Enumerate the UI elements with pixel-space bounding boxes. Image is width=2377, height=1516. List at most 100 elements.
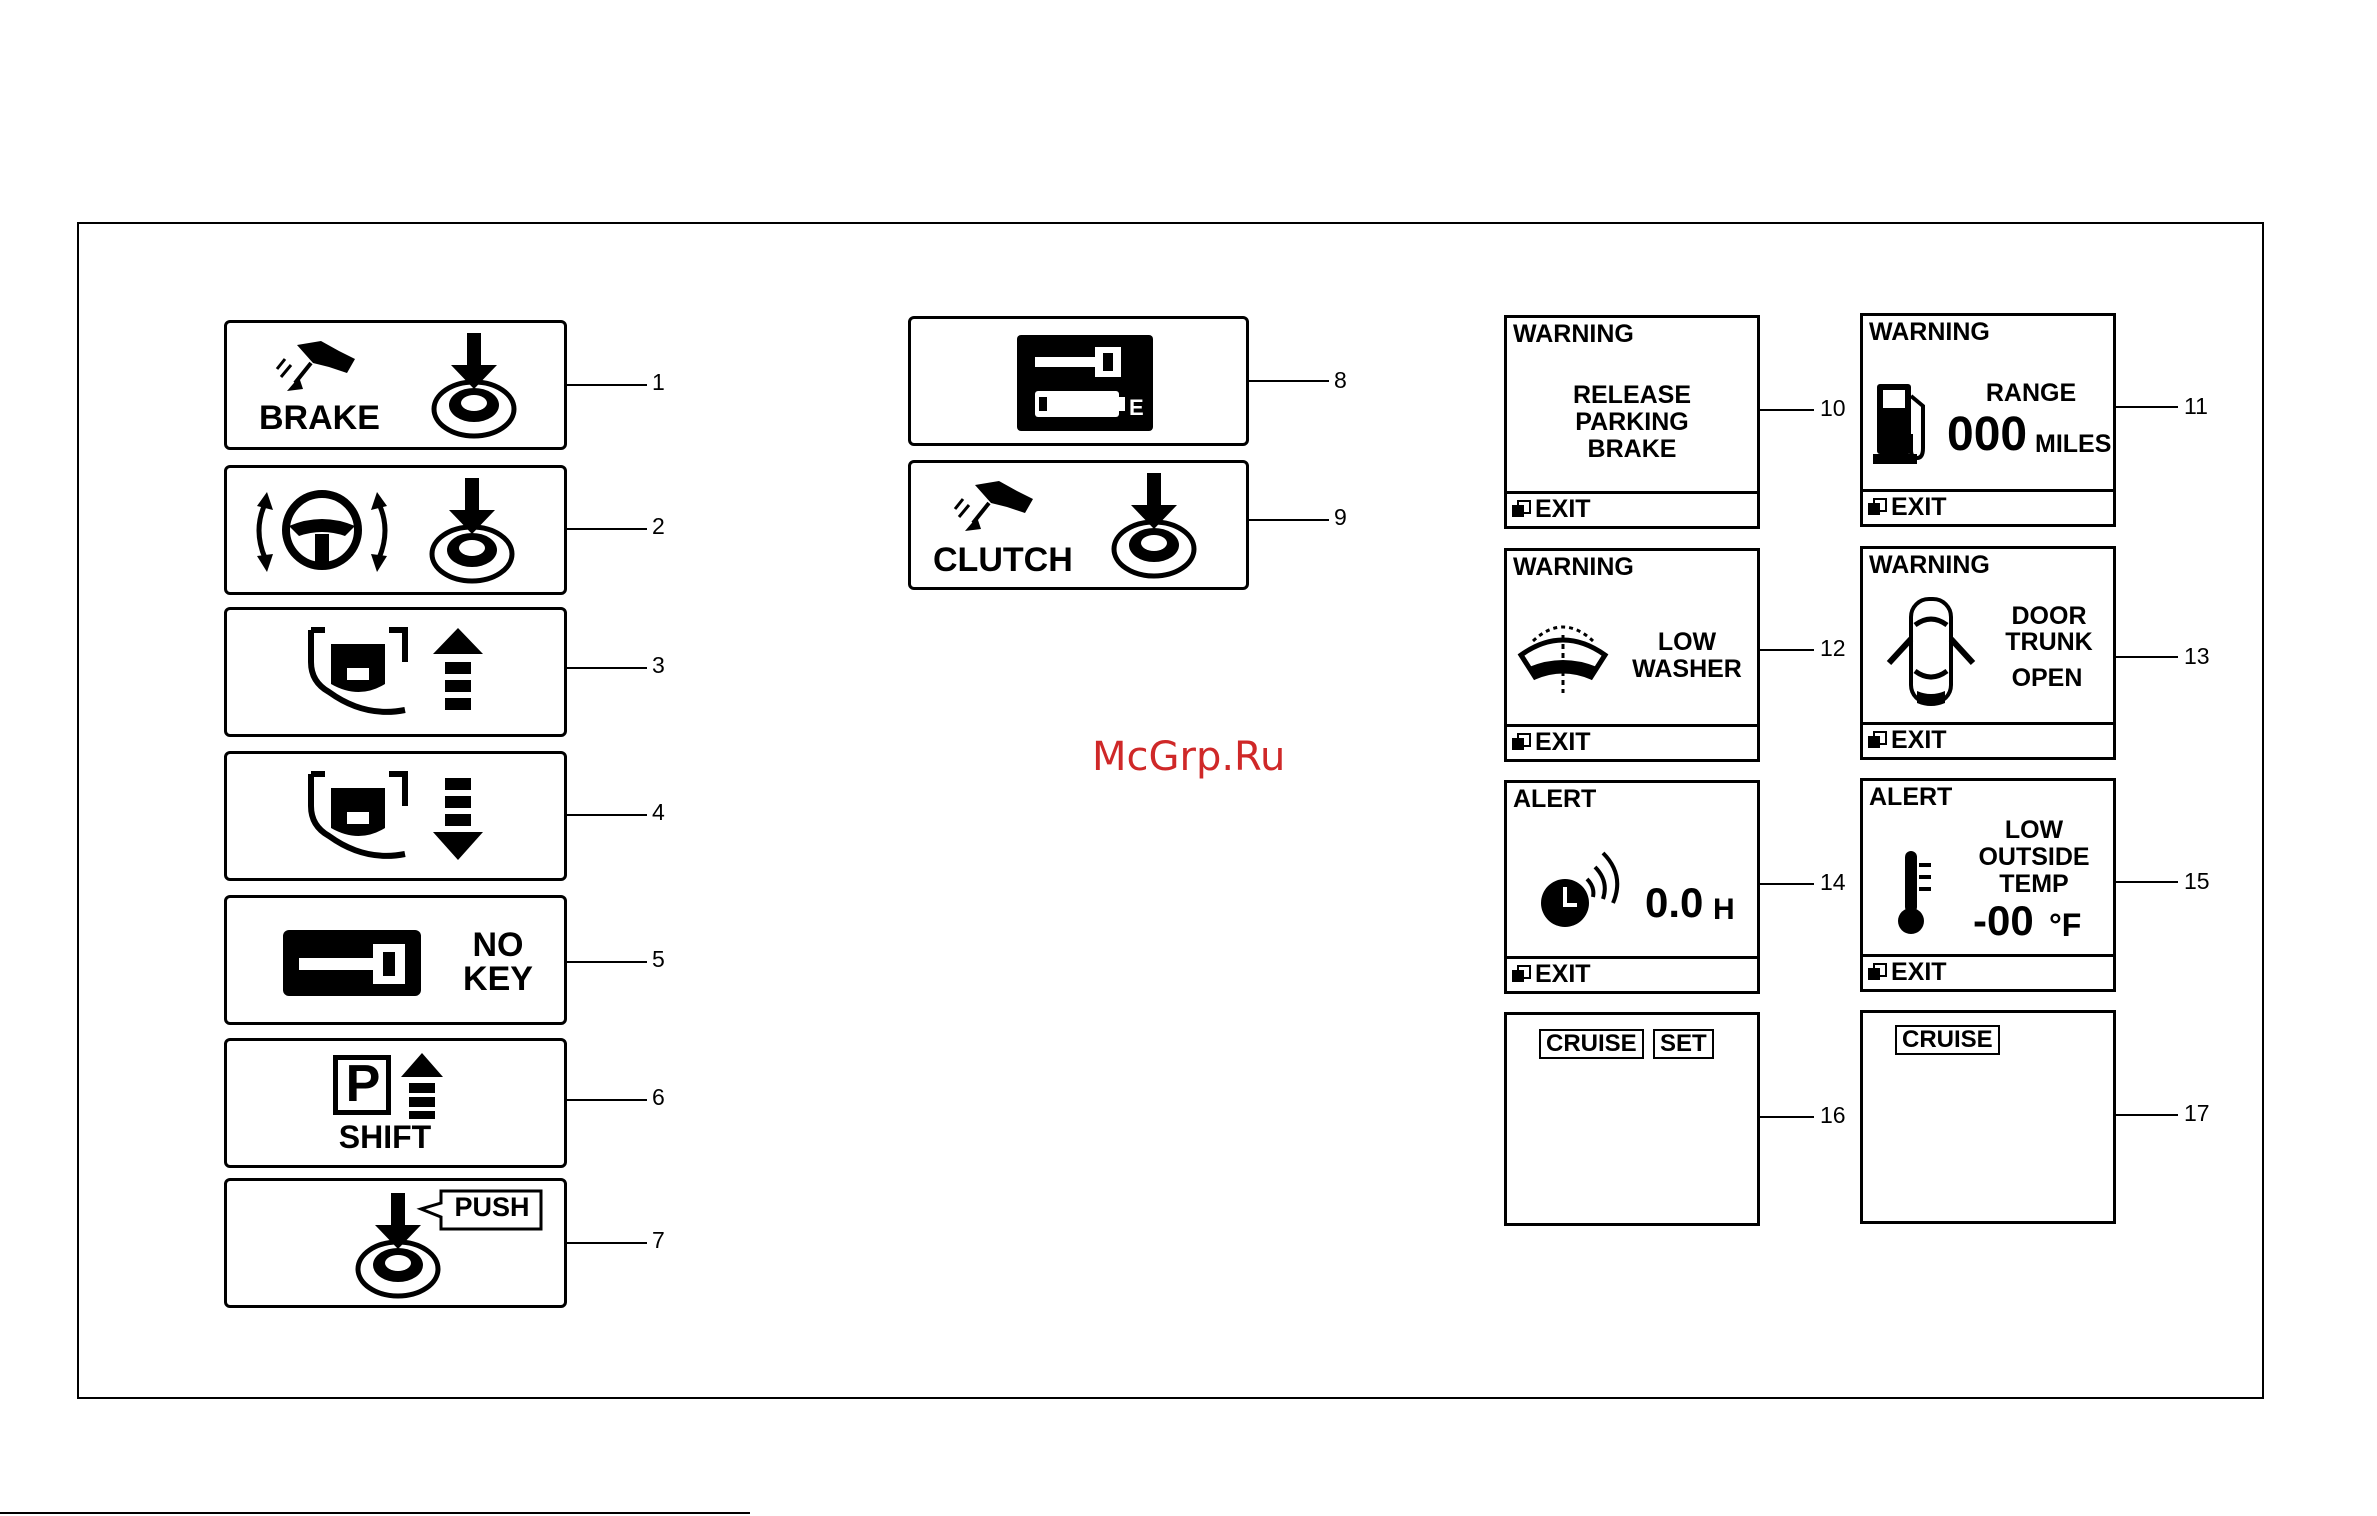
- cruise-tag: CRUISE: [1895, 1025, 2000, 1055]
- temp-value: -00: [1973, 899, 2034, 943]
- indicator-6-park-shift: P SHIFT: [224, 1038, 567, 1168]
- exit-icon: [1512, 501, 1530, 519]
- message-line-2: OUTSIDE: [1959, 844, 2109, 871]
- leader-line-10: [1760, 409, 1814, 411]
- exit-label: EXIT: [1891, 726, 1947, 755]
- set-tag: SET: [1653, 1029, 1714, 1059]
- leader-line-17: [2116, 1114, 2178, 1116]
- callout-13: 13: [2184, 644, 2210, 668]
- lcd-screen-13-door-trunk: WARNING DOOR TRUNK OPEN EXIT: [1860, 546, 2116, 760]
- exit-icon: [1868, 964, 1886, 982]
- lcd-screen-11-range: WARNING RANGE 000 MILES EXIT: [1860, 313, 2116, 527]
- exit-label: EXIT: [1535, 495, 1591, 524]
- exit-label: EXIT: [1535, 728, 1591, 757]
- message-line-2: TRUNK: [1991, 629, 2107, 656]
- message-line-1: LOW: [1959, 817, 2109, 844]
- callout-2: 2: [652, 514, 665, 538]
- timer-unit: H: [1713, 893, 1735, 927]
- fuel-pump-icon: [1873, 382, 1935, 466]
- car-doors-open-icon: [1881, 593, 1981, 711]
- leader-line-12: [1760, 649, 1814, 651]
- indicator-5-no-key: NO KEY: [224, 895, 567, 1025]
- callout-5: 5: [652, 947, 665, 971]
- temp-unit: °F: [2049, 907, 2081, 944]
- range-label: RANGE: [1983, 380, 2079, 407]
- message-line-3: TEMP: [1959, 871, 2109, 898]
- callout-10: 10: [1820, 396, 1846, 420]
- thermometer-icon: [1893, 849, 1937, 935]
- shift-lever-down-icon: [305, 766, 495, 874]
- exit-bar: EXIT: [1507, 491, 1757, 526]
- lcd-screen-14-timer-alert: ALERT 0.0 H EXIT: [1504, 780, 1760, 994]
- callout-12: 12: [1820, 636, 1846, 660]
- exit-icon: [1868, 732, 1886, 750]
- push-label: PUSH: [447, 1192, 537, 1223]
- lcd-screen-16-cruise-set: CRUISE SET: [1504, 1012, 1760, 1226]
- exit-bar: EXIT: [1507, 956, 1757, 991]
- timer-alert-icon: [1537, 841, 1637, 931]
- callout-4: 4: [652, 800, 665, 824]
- exit-bar: EXIT: [1863, 954, 2113, 989]
- callout-15: 15: [2184, 869, 2210, 893]
- exit-icon: [1512, 734, 1530, 752]
- leader-line-7: [567, 1242, 647, 1244]
- indicator-9-clutch: CLUTCH: [908, 460, 1249, 590]
- push-button-start-icon: [429, 331, 519, 441]
- screen-title: ALERT: [1869, 783, 1952, 812]
- screen-title: WARNING: [1513, 320, 1634, 349]
- lcd-screen-12-low-washer: WARNING LOW WASHER EXIT: [1504, 548, 1760, 762]
- callout-16: 16: [1820, 1103, 1846, 1127]
- screen-title: WARNING: [1869, 551, 1990, 580]
- clutch-pedal-icon: [947, 477, 1047, 547]
- timer-value: 0.0: [1645, 881, 1703, 925]
- callout-11: 11: [2184, 394, 2208, 418]
- leader-line-5: [567, 961, 647, 963]
- callout-1: 1: [652, 370, 665, 394]
- message-line-3: BRAKE: [1507, 436, 1757, 463]
- range-unit: MILES: [2035, 430, 2111, 459]
- exit-icon: [1868, 499, 1886, 517]
- lcd-screen-15-outside-temp: ALERT LOW OUTSIDE TEMP -00 °F EXIT: [1860, 778, 2116, 992]
- screen-title: ALERT: [1513, 785, 1596, 814]
- callout-14: 14: [1820, 870, 1846, 894]
- exit-bar: EXIT: [1507, 724, 1757, 759]
- watermark: McGrp.Ru: [1092, 734, 1285, 780]
- leader-line-16: [1760, 1116, 1814, 1118]
- callout-3: 3: [652, 653, 665, 677]
- callout-6: 6: [652, 1085, 665, 1109]
- washer-fluid-icon: [1517, 615, 1609, 695]
- shift-lever-up-icon: [305, 622, 495, 730]
- key-icon: [283, 930, 421, 996]
- leader-line-15: [2116, 881, 2178, 883]
- message-line-2: PARKING: [1507, 409, 1757, 436]
- callout-17: 17: [2184, 1101, 2210, 1125]
- park-letter: P: [343, 1055, 383, 1113]
- indicator-4-shift-down: [224, 751, 567, 881]
- leader-line-11: [2116, 406, 2178, 408]
- push-button-start-icon: [427, 476, 517, 586]
- indicator-3-shift-up: [224, 607, 567, 737]
- page-bottom-rule: [0, 1512, 750, 1514]
- indicator-7-push-start: PUSH: [224, 1178, 567, 1308]
- leader-line-13: [2116, 656, 2178, 658]
- leader-line-14: [1760, 883, 1814, 885]
- lcd-screen-17-cruise: CRUISE: [1860, 1010, 2116, 1224]
- exit-label: EXIT: [1535, 960, 1591, 989]
- key-label: KEY: [453, 962, 543, 996]
- leader-line-8: [1249, 380, 1329, 382]
- indicator-8-key-battery: E: [908, 316, 1249, 446]
- e-label: E: [1129, 395, 1144, 421]
- indicator-1-brake: BRAKE: [224, 320, 567, 450]
- clutch-label: CLUTCH: [933, 541, 1073, 580]
- indicator-2-steering-lock: [224, 465, 567, 595]
- shift-label: SHIFT: [325, 1119, 445, 1156]
- leader-line-1: [567, 384, 647, 386]
- callout-8: 8: [1334, 368, 1347, 392]
- message-line-3: OPEN: [1991, 665, 2103, 692]
- leader-line-3: [567, 667, 647, 669]
- message-line-1: LOW: [1627, 629, 1747, 656]
- message-line-1: DOOR: [1991, 603, 2107, 630]
- leader-line-2: [567, 528, 647, 530]
- exit-label: EXIT: [1891, 493, 1947, 522]
- cruise-tag: CRUISE: [1539, 1029, 1644, 1059]
